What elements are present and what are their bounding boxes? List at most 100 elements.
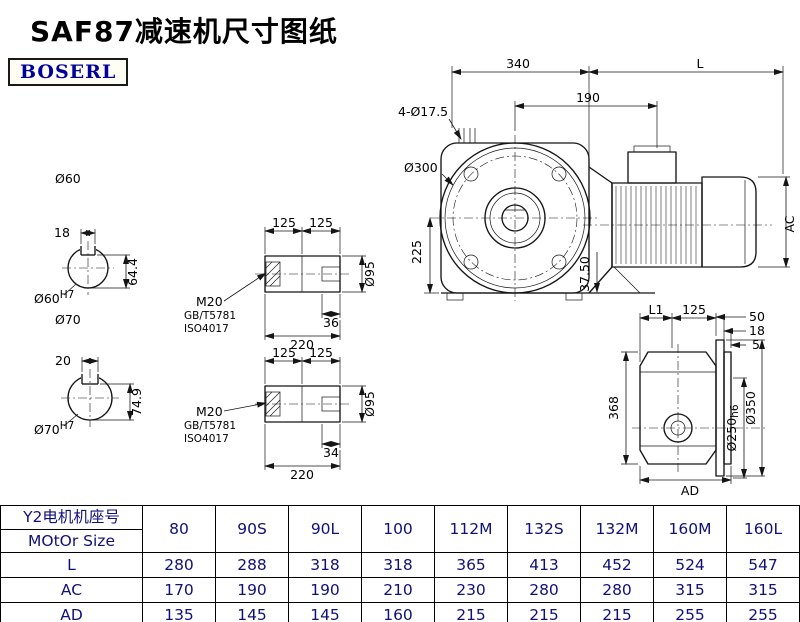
table-cell: 210 (361, 577, 435, 604)
table-cell: 365 (434, 552, 508, 579)
dim-side-125: 125 (682, 302, 706, 317)
shaft-detail-bottom: 125 125 M20 GB/T5781 ISO4017 34 220 Ø95 (184, 345, 377, 482)
dim-225: 225 (409, 240, 424, 264)
corner-line1: Y2电机机座号 (1, 506, 142, 530)
table-cell: 413 (507, 552, 581, 579)
dim-shaft70-label: Ø70 (55, 312, 81, 327)
dim-AD: AD (681, 483, 699, 498)
spigot-value: Ø250 (724, 418, 739, 452)
dimension-table: Y2电机机座号 MOtOr Size 80 90S 90L 100 112M 1… (0, 504, 800, 622)
table-cell: 280 (580, 577, 654, 604)
thread-label-bottom: M20 (196, 404, 223, 419)
column-header: 112M (434, 504, 508, 554)
column-header: 132S (507, 504, 581, 554)
front-view: 340 L 190 4-Ø17.5 Ø300 225 37.50 AC (398, 56, 797, 301)
dim-key-width-18: 18 (54, 225, 70, 240)
bore-70-value: Ø70 (34, 422, 60, 437)
table-cell: 215 (580, 602, 654, 622)
table-cell: 230 (434, 577, 508, 604)
dim-368: 368 (606, 396, 621, 420)
dim-key-height-74-9: 74.9 (129, 388, 144, 416)
logo-boserl: BOSERL (8, 58, 129, 86)
table-cell: 135 (142, 602, 216, 622)
dim-dia350: Ø350 (743, 391, 758, 425)
table-cell: 318 (288, 552, 362, 579)
table-row-AC: AC 170 190 190 210 230 280 280 315 315 (0, 577, 800, 604)
dim-bore-70: Ø70H7 (34, 420, 74, 437)
table-row-AD: AD 135 145 145 160 215 215 215 255 255 (0, 602, 800, 622)
dim-key-width-20: 20 (55, 353, 71, 368)
terminal-box (627, 151, 677, 184)
corner-line2: MOtOr Size (28, 531, 115, 550)
side-view: L1 125 50 18 5 368 Ø250h6 Ø350 AD (606, 302, 768, 498)
dim-bot-total: 220 (290, 467, 314, 482)
page-title: SAF87减速机尺寸图纸 (30, 15, 338, 48)
column-header: 160L (726, 504, 800, 554)
standard-iso-bottom: ISO4017 (184, 433, 229, 445)
thread-label-top: M20 (196, 294, 223, 309)
table-cell: 547 (726, 552, 800, 579)
bore-60-value: Ø60 (34, 291, 60, 306)
table-cell: 452 (580, 552, 654, 579)
dim-dia300: Ø300 (404, 160, 438, 175)
row-label: AC (0, 577, 143, 604)
dim-340: 340 (506, 56, 530, 71)
table-corner-header: Y2电机机座号 MOtOr Size (0, 504, 143, 554)
dim-L: L (697, 56, 704, 71)
dim-AC: AC (782, 215, 797, 232)
table-cell: 145 (288, 602, 362, 622)
table-cell: 524 (653, 552, 727, 579)
output-flange (715, 339, 725, 477)
table-cell: 255 (653, 602, 727, 622)
table-cell: 215 (507, 602, 581, 622)
dim-bot-seg1: 125 (272, 345, 296, 360)
dim-top-seg2: 125 (309, 215, 333, 230)
dim-key-height-64-4: 64.4 (125, 258, 140, 286)
dim-bot-key-len: 34 (323, 445, 339, 460)
dim-bot-seg2: 125 (309, 345, 333, 360)
dim-shaft60-label: Ø60 (55, 171, 81, 186)
bore-60-tolerance: H7 (60, 289, 75, 301)
table-cell: 215 (434, 602, 508, 622)
gearbox-side-body (639, 351, 717, 465)
motor-adapter (588, 166, 613, 294)
spigot-tolerance: h6 (729, 404, 741, 418)
column-header: 90L (288, 504, 362, 554)
column-header: 90S (215, 504, 289, 554)
dim-top-seg1: 125 (272, 215, 296, 230)
standard-gb-bottom: GB/T5781 (184, 420, 236, 432)
dim-37-50: 37.50 (577, 256, 592, 292)
dim-50: 50 (749, 309, 765, 324)
dim-top-key-len: 36 (323, 315, 339, 330)
table-cell: 288 (215, 552, 289, 579)
dim-18b: 18 (749, 323, 765, 338)
table-cell: 190 (288, 577, 362, 604)
table-cell: 315 (726, 577, 800, 604)
dim-bore-60: Ø60H7 (34, 289, 74, 306)
technical-drawing: Ø60 18 64.4 Ø60H7 Ø70 20 74.9 (34, 56, 797, 498)
table-cell: 280 (142, 552, 216, 579)
table-cell: 255 (726, 602, 800, 622)
column-header: 132M (580, 504, 654, 554)
standard-iso-top: ISO4017 (184, 323, 229, 335)
table-cell: 318 (361, 552, 435, 579)
column-header: 80 (142, 504, 216, 554)
table-cell: 280 (507, 577, 581, 604)
fan-cowl (701, 176, 757, 268)
column-header: 160M (653, 504, 727, 554)
dim-holes-17-5: 4-Ø17.5 (398, 104, 448, 119)
dim-dia250: Ø250h6 (724, 404, 741, 451)
shaft-detail-top: 125 125 M20 GB/T5781 ISO4017 36 220 Ø95 (184, 215, 377, 352)
dim-top-dia95: Ø95 (362, 261, 377, 287)
dim-L1: L1 (649, 302, 664, 317)
table-cell: 160 (361, 602, 435, 622)
dim-190: 190 (576, 90, 600, 105)
dim-5: 5 (752, 337, 760, 352)
table-cell: 190 (215, 577, 289, 604)
dim-top-total: 220 (290, 337, 314, 352)
standard-gb-top: GB/T5781 (184, 310, 236, 322)
table-cell: 315 (653, 577, 727, 604)
row-label: AD (0, 602, 143, 622)
bore-70-tolerance: H7 (60, 420, 75, 432)
